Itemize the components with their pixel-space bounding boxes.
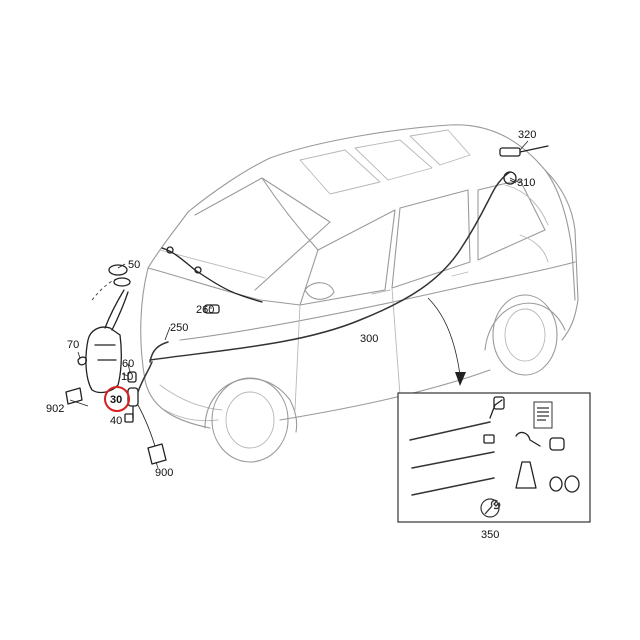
callout-30: 30 — [110, 394, 122, 406]
washer-hose-250 — [149, 341, 169, 363]
callout-50: 50 — [128, 259, 140, 271]
callout-902: 902 — [46, 403, 64, 415]
part-60 — [127, 371, 137, 383]
info-sheet-icon — [533, 401, 553, 429]
callout-40: 40 — [110, 415, 122, 427]
callout-310: 310 — [517, 177, 535, 189]
callout-350: 350 — [481, 529, 499, 541]
callout-900: 900 — [155, 467, 173, 479]
o-ring-2 — [564, 475, 580, 493]
callout-260: 260 — [196, 304, 214, 316]
kit-connector — [549, 437, 565, 451]
front-nozzle-line-260 — [161, 247, 263, 303]
vehicle-outline — [140, 124, 579, 463]
o-ring-1 — [549, 476, 563, 492]
repair-kit-box — [397, 392, 591, 523]
callout-10: 10 — [121, 371, 133, 383]
rear-washer-hose-300 — [149, 171, 511, 361]
callout-70: 70 — [67, 339, 79, 351]
kit-clip — [515, 431, 541, 447]
hose-clip-260 — [204, 304, 220, 314]
grease-tube-icon — [515, 461, 537, 489]
seal-70 — [77, 356, 88, 366]
highlight-ring-30 — [104, 386, 130, 412]
arrow-head — [455, 372, 466, 386]
callout-60: 60 — [122, 358, 134, 370]
washer-reservoir — [85, 277, 131, 394]
connector-40 — [124, 413, 134, 423]
wrench-icon — [480, 498, 501, 518]
nozzle-right — [194, 266, 202, 274]
filler-cap-50 — [108, 264, 128, 276]
callout-320: 320 — [518, 129, 536, 141]
callout-250: 250 — [170, 322, 188, 334]
nozzle-left — [166, 246, 174, 254]
sensor-900 — [147, 443, 167, 465]
callout-300: 300 — [360, 333, 378, 345]
clip-902 — [65, 387, 83, 405]
rear-nozzle-assembly — [499, 145, 549, 185]
kit-hoses — [409, 396, 505, 496]
